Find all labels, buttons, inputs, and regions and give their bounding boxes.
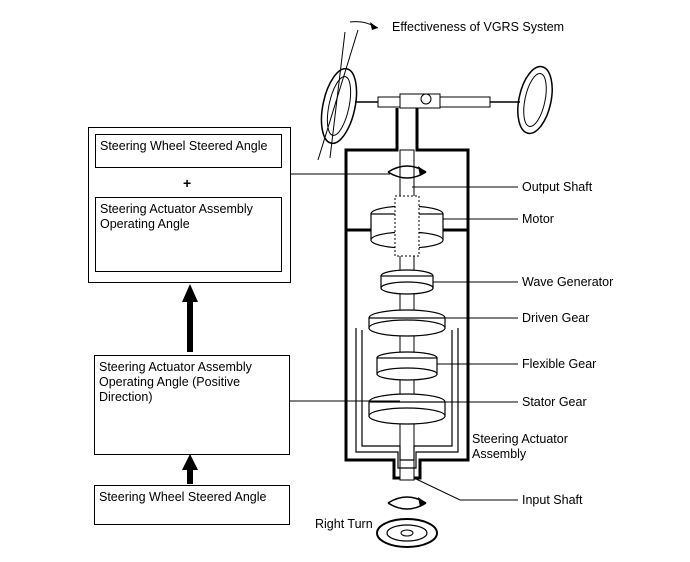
label-flexible-gear: Flexible Gear: [522, 357, 597, 371]
steering-wheel: [376, 518, 438, 548]
label-output-shaft: Output Shaft: [522, 180, 593, 194]
driven-gear: [368, 309, 446, 337]
plus-sign: +: [183, 175, 192, 191]
result-bottom-box: Steering Actuator Assembly Operating Ang…: [95, 197, 282, 272]
label-driven-gear: Driven Gear: [522, 311, 590, 325]
flow-arrows: [182, 284, 198, 484]
wave-generator: [380, 269, 434, 295]
actuator-angle-box: Steering Actuator Assembly Operating Ang…: [94, 355, 290, 455]
left-wheel: [317, 29, 359, 161]
result-top-text: Steering Wheel Steered Angle: [100, 139, 268, 153]
label-actuator-assembly: Steering Actuator Assembly: [472, 432, 568, 461]
label-input-shaft: Input Shaft: [522, 493, 583, 507]
input-angle-text: Steering Wheel Steered Angle: [99, 490, 267, 504]
label-right-turn: Right Turn: [315, 517, 373, 531]
right-wheel: [517, 65, 553, 135]
label-motor: Motor: [522, 212, 554, 226]
motor: [370, 195, 444, 257]
diagram-title: Effectiveness of VGRS System: [392, 20, 565, 34]
steering-rack: [355, 93, 520, 109]
actuator-angle-text: Steering Actuator Assembly Operating Ang…: [99, 360, 252, 404]
flexible-gear: [376, 351, 438, 381]
result-bottom-text: Steering Actuator Assembly Operating Ang…: [100, 202, 253, 231]
result-top-box: Steering Wheel Steered Angle: [95, 134, 282, 168]
label-wave-generator: Wave Generator: [522, 275, 614, 289]
stator-gear: [368, 393, 446, 425]
label-stator-gear: Stator Gear: [522, 395, 587, 409]
input-angle-box: Steering Wheel Steered Angle: [94, 485, 290, 525]
result-box: Steering Wheel Steered Angle + Steering …: [88, 127, 291, 283]
